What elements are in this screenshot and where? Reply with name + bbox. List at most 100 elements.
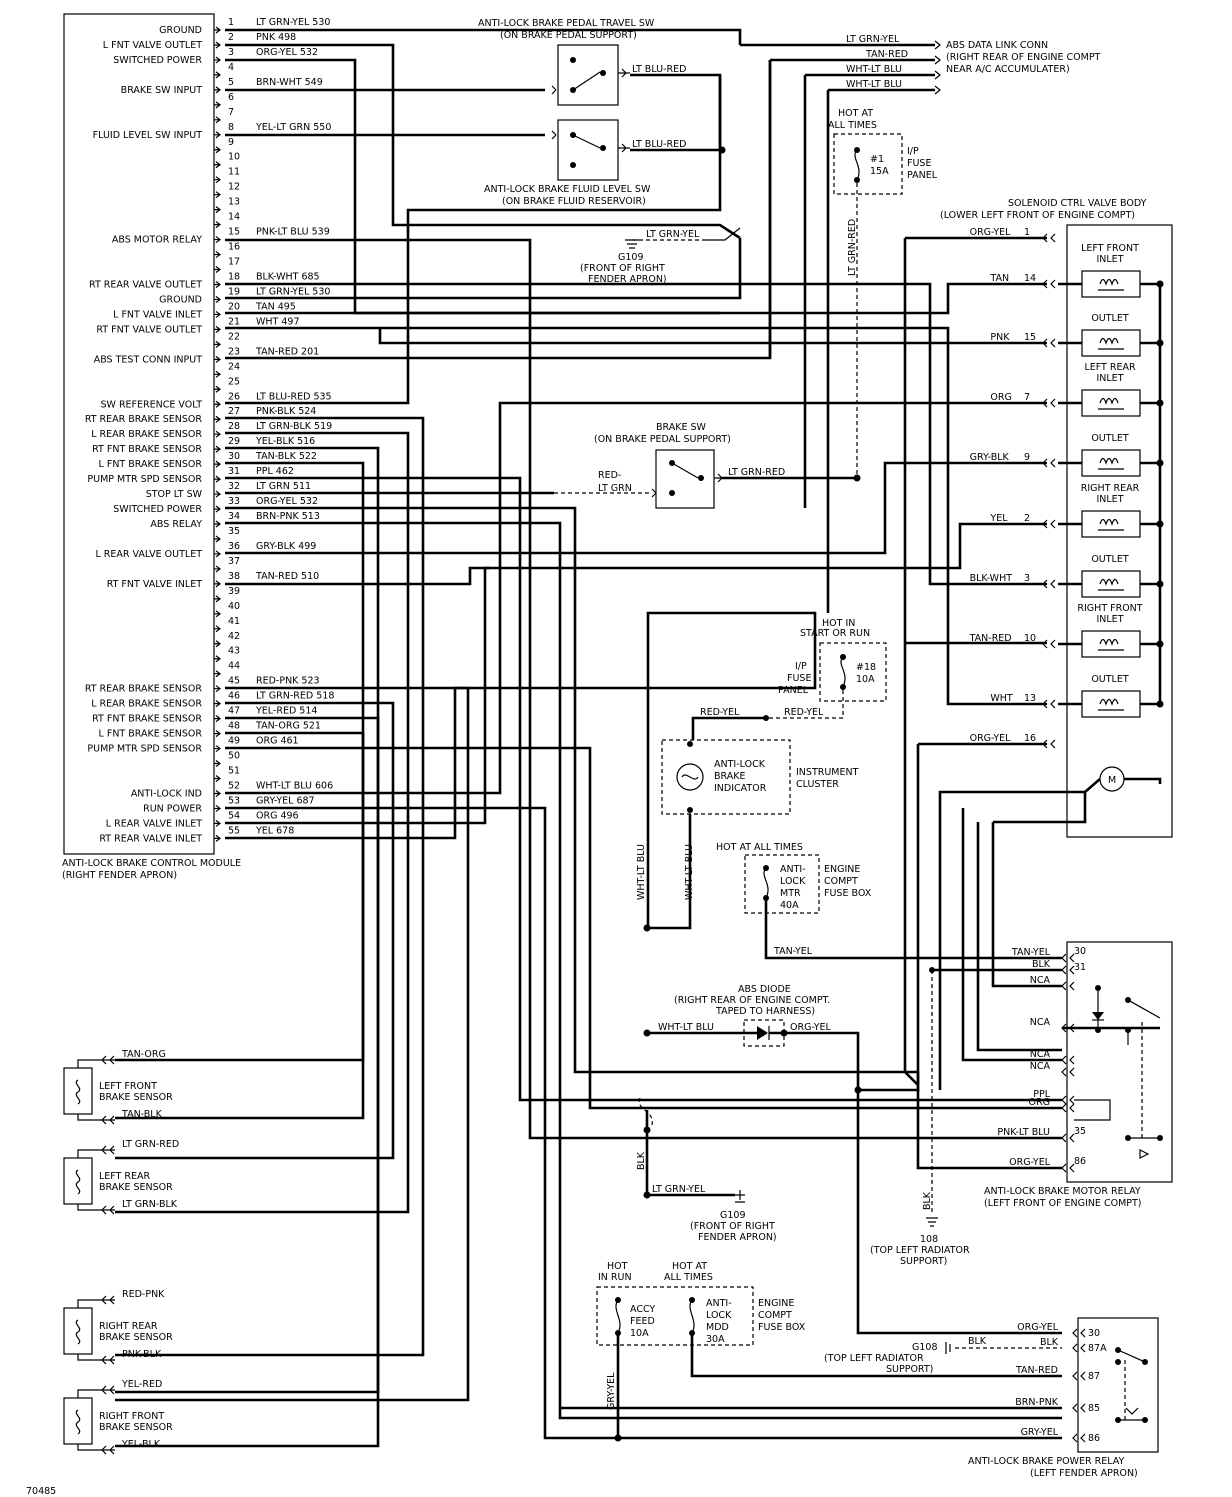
pin-number: 53 bbox=[228, 795, 240, 806]
pin-number: 45 bbox=[228, 676, 240, 687]
pin-wire: ORG-YEL 532 bbox=[256, 47, 318, 58]
fluid-sw-wire: LT BLU-RED bbox=[632, 139, 686, 150]
pin-wire: ORG 496 bbox=[256, 810, 299, 821]
pin-function: STOP LT SW bbox=[146, 489, 203, 500]
pin-wire: TAN 495 bbox=[255, 301, 296, 312]
pin-function: PUMP MTR SPD SENSOR bbox=[87, 744, 202, 755]
g109-top-wire: LT GRN-YEL bbox=[646, 229, 700, 240]
pin-number: 23 bbox=[228, 346, 240, 357]
power-relay-location: (LEFT FENDER APRON) bbox=[1030, 1468, 1138, 1479]
brake-sw-out-wire: LT GRN-RED bbox=[728, 467, 785, 478]
pin-function: RT REAR VALVE OUTLET bbox=[89, 279, 202, 290]
sensor-label: BRAKE SENSOR bbox=[99, 1092, 173, 1103]
pr-g108-2: (TOP LEFT RADIATOR bbox=[824, 1353, 924, 1364]
brake-sw-in-2: LT GRN bbox=[598, 483, 632, 494]
pin-wire: PNK 498 bbox=[256, 32, 296, 43]
pin-number: 43 bbox=[228, 646, 240, 657]
pin-function: L FNT BRAKE SENSOR bbox=[99, 459, 203, 470]
data-link-title: ABS DATA LINK CONN bbox=[946, 40, 1048, 51]
g109-bot-1: G109 bbox=[720, 1210, 746, 1221]
valve-wire-pin: 2 bbox=[1024, 513, 1030, 524]
pin-wire: LT BLU-RED 535 bbox=[256, 391, 332, 402]
fuse18-panel-2: FUSE bbox=[787, 673, 811, 684]
sensor-label: RIGHT FRONT bbox=[99, 1411, 164, 1422]
fuse18-panel-3: PANEL bbox=[778, 685, 809, 696]
g108-3: SUPPORT) bbox=[900, 1256, 947, 1267]
pin-function: ABS RELAY bbox=[150, 519, 202, 530]
fuse1-panel-2: FUSE bbox=[907, 158, 931, 169]
fuse40-box-2: COMPT bbox=[824, 876, 858, 887]
valve-label: RIGHT REAR bbox=[1081, 483, 1140, 494]
pin-number: 20 bbox=[228, 301, 240, 312]
pin-function: BRAKE SW INPUT bbox=[121, 85, 203, 96]
diode-wire-r: ORG-YEL bbox=[790, 1022, 832, 1033]
dl-wire-1: LT GRN-YEL bbox=[846, 34, 900, 45]
fuse1-hot-2: ALL TIMES bbox=[828, 120, 877, 131]
g108-1: 108 bbox=[920, 1234, 938, 1245]
valve-label: INLET bbox=[1096, 494, 1123, 505]
valve-body-title: SOLENOID CTRL VALVE BODY bbox=[1008, 198, 1147, 209]
pump-motor-label: M bbox=[1108, 775, 1116, 786]
fb2-box-1: ENGINE bbox=[758, 1298, 794, 1309]
pin-wire: YEL-LT GRN 550 bbox=[255, 122, 331, 133]
fb2-hot-all-2: ALL TIMES bbox=[664, 1272, 713, 1283]
fuse18-box bbox=[819, 642, 887, 702]
power-relay-pin: 30 bbox=[1088, 1328, 1100, 1339]
pin-function: RT FNT VALVE OUTLET bbox=[96, 324, 202, 335]
pin-number: 32 bbox=[228, 481, 240, 492]
pin-function: RUN POWER bbox=[143, 803, 202, 814]
power-relay-pin: 87 bbox=[1088, 1371, 1100, 1382]
pin-function: RT REAR BRAKE SENSOR bbox=[85, 414, 203, 425]
pin-number: 42 bbox=[228, 631, 240, 642]
pin-wire: LT GRN 511 bbox=[256, 481, 311, 492]
pin-function: SWITCHED POWER bbox=[113, 504, 202, 515]
motor-relay-pin: 86 bbox=[1074, 1156, 1086, 1167]
pedal-sw-title: ANTI-LOCK BRAKE PEDAL TRAVEL SW bbox=[478, 18, 655, 29]
pin-number: 50 bbox=[228, 751, 240, 762]
pin-wire: LT GRN-BLK 519 bbox=[256, 421, 332, 432]
fb2-f2-3: MDD bbox=[706, 1322, 729, 1333]
pin-number: 4 bbox=[228, 62, 234, 73]
fb2-hot-run-2: IN RUN bbox=[598, 1272, 632, 1283]
cluster-2: CLUSTER bbox=[796, 779, 839, 790]
fuse40-wire: TAN-YEL bbox=[773, 946, 813, 957]
motor-relay-box bbox=[1066, 941, 1173, 1183]
harness-wires bbox=[115, 28, 1160, 1448]
pin-wire: PNK-BLK 524 bbox=[256, 406, 316, 417]
pedal-travel-switch bbox=[557, 44, 619, 106]
g109-bot-wire-v: BLK bbox=[636, 1151, 647, 1170]
sensor-wire-top: RED-PNK bbox=[122, 1289, 165, 1300]
valve-label: LEFT REAR bbox=[1084, 362, 1136, 373]
pin-function: L FNT VALVE OUTLET bbox=[103, 40, 202, 51]
pin-wire: LT GRN-YEL 530 bbox=[256, 17, 330, 28]
pin-wire: WHT-LT BLU 606 bbox=[256, 780, 333, 791]
valve-label: INLET bbox=[1096, 614, 1123, 625]
pin-number: 36 bbox=[228, 541, 240, 552]
pin-number: 7 bbox=[228, 107, 234, 118]
pin-number: 31 bbox=[228, 466, 240, 477]
pin-number: 17 bbox=[228, 257, 240, 268]
fuse18-hot-2: START OR RUN bbox=[800, 628, 870, 639]
fuse40-3: MTR bbox=[780, 888, 801, 899]
cluster-1: INSTRUMENT bbox=[796, 767, 859, 778]
valve-wire-pin: 9 bbox=[1024, 452, 1030, 463]
fuse40-box bbox=[744, 854, 820, 914]
pin-number: 24 bbox=[228, 361, 240, 372]
motor-relay-wire: ORG-YEL bbox=[1009, 1157, 1051, 1168]
motor-relay-location: (LEFT FRONT OF ENGINE COMPT) bbox=[984, 1198, 1142, 1209]
module-name: ANTI-LOCK BRAKE CONTROL MODULE bbox=[62, 858, 241, 869]
fuse40-box-1: ENGINE bbox=[824, 864, 860, 875]
pin-function: L REAR VALVE OUTLET bbox=[95, 549, 202, 560]
ind-wire-a: WHT-LT BLU bbox=[636, 844, 647, 900]
pin-function: L REAR BRAKE SENSOR bbox=[91, 429, 202, 440]
pin-number: 46 bbox=[228, 691, 240, 702]
valve-wire-color: GRY-BLK bbox=[970, 452, 1010, 463]
fuse40-4: 40A bbox=[780, 900, 799, 911]
pin-wire: GRY-BLK 499 bbox=[256, 541, 316, 552]
g108-2: (TOP LEFT RADIATOR bbox=[870, 1245, 970, 1256]
sensor-wire-bottom: TAN-BLK bbox=[121, 1109, 163, 1120]
dl-wire-4: WHT-LT BLU bbox=[846, 79, 902, 90]
